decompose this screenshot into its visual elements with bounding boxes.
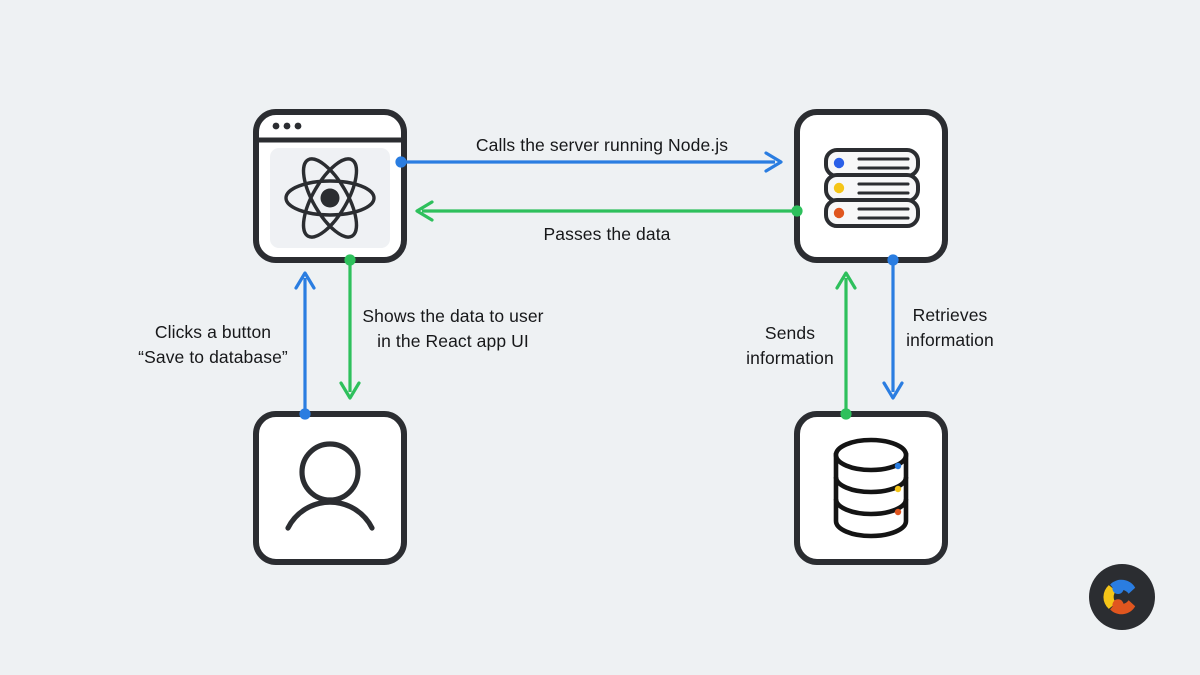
- edge-label-sends-information: Sends information: [746, 323, 834, 368]
- database-status-dot: [894, 485, 902, 493]
- arrowhead-up: [835, 271, 857, 290]
- database-status-dot: [894, 508, 902, 516]
- server-rack-icon: [824, 148, 920, 228]
- arrowhead-down: [339, 381, 361, 400]
- edge-label-clicks-button: Clicks a button “Save to database”: [138, 322, 288, 367]
- brand-logo-icon[interactable]: [1089, 564, 1155, 630]
- database-status-dot: [894, 462, 902, 470]
- window-dot-icon: [294, 122, 302, 130]
- user-person-icon: [285, 441, 375, 531]
- edge-label-passes-data: Passes the data: [543, 224, 671, 244]
- window-dot-icon: [272, 122, 280, 130]
- database-cylinder-icon: [833, 437, 909, 539]
- edge-calls-server: [395, 151, 783, 173]
- user-box[interactable]: [253, 411, 407, 565]
- logo-dot-blue: [1112, 582, 1124, 595]
- node-react-app[interactable]: [253, 109, 407, 263]
- node-database[interactable]: [794, 411, 948, 565]
- edge-retrieves-information: [882, 254, 904, 400]
- edge-shows-data: [339, 254, 361, 400]
- edge-clicks-button: [294, 271, 316, 420]
- edge-sends-information: [835, 271, 857, 420]
- edge-label-calls-server: Calls the server running Node.js: [475, 135, 729, 155]
- edge-label-retrieves-information: Retrieves information: [906, 305, 994, 350]
- window-dot-icon: [283, 122, 291, 130]
- arrowhead-down: [882, 381, 904, 400]
- node-server[interactable]: [794, 109, 948, 263]
- node-user[interactable]: [253, 411, 407, 565]
- arrowhead-right: [764, 151, 783, 173]
- arrowhead-left: [415, 200, 434, 222]
- arrowhead-up: [294, 271, 316, 290]
- logo-dot-orange: [1112, 599, 1124, 611]
- edge-label-shows-data: Shows the data to user in the React app …: [362, 306, 544, 351]
- edge-passes-data: [415, 200, 803, 222]
- logo-circle: [1089, 564, 1155, 630]
